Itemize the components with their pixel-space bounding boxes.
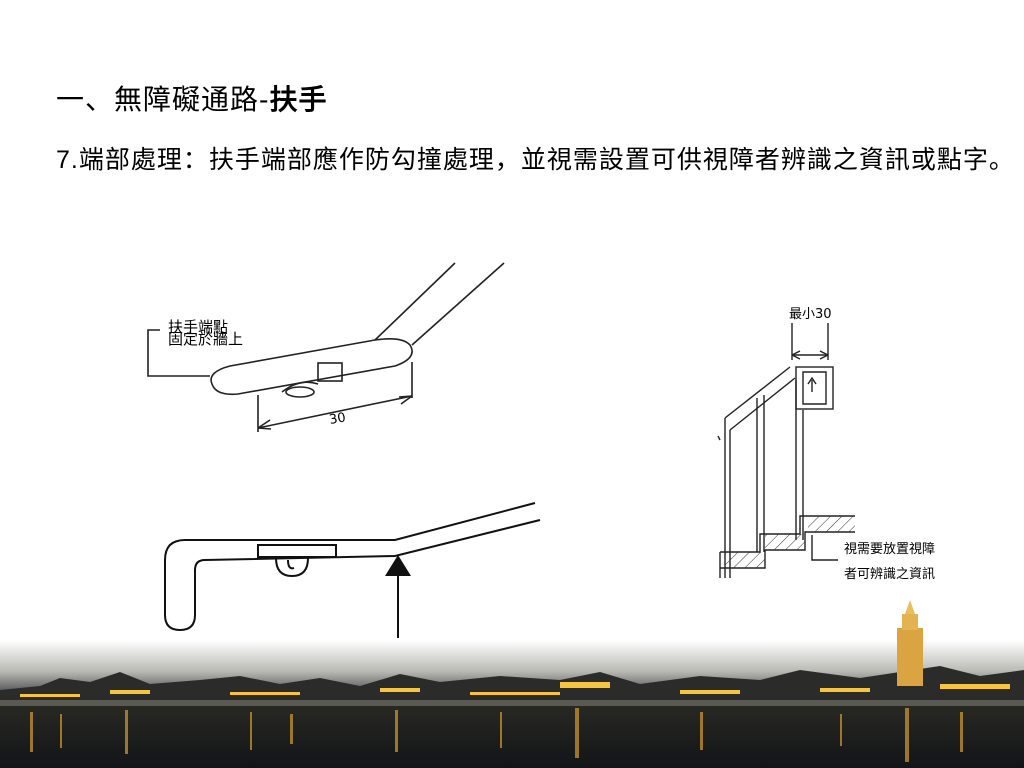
handrail-end-wall-diagram <box>147 262 505 432</box>
slide-title: 一、無障礙通路-扶手 <box>56 78 327 118</box>
title-prefix: 一、無障礙通路- <box>56 83 270 116</box>
title-emphasis: 扶手 <box>269 83 328 116</box>
touch-point-arrow-icon <box>385 555 411 576</box>
min-width-label: 最小30 <box>789 307 832 322</box>
step-hatch <box>765 534 805 550</box>
note-line1: 視需要放置視障 <box>844 542 935 557</box>
skyline-decoration <box>0 600 1024 768</box>
item-number: 7. <box>56 146 79 174</box>
callout-label-line2: 固定於牆上 <box>168 330 243 348</box>
step-hatch <box>808 516 855 532</box>
note-line2: 者可辨識之資訊 <box>844 567 935 582</box>
step-hatch <box>725 552 765 568</box>
item-paragraph: 7.端部處理：扶手端部應作防勾撞處理，並視需設置可供視障者辨識之資訊或點字。 <box>56 140 1016 180</box>
dimension-label: 30 <box>328 410 347 428</box>
callout-label-line1: 扶手端點 <box>168 318 228 336</box>
handrail-end-turndown-diagram <box>164 502 541 638</box>
item-text: 端部處理：扶手端部應作防勾撞處理，並視需設置可供視障者辨識之資訊或點字。 <box>78 145 1015 174</box>
